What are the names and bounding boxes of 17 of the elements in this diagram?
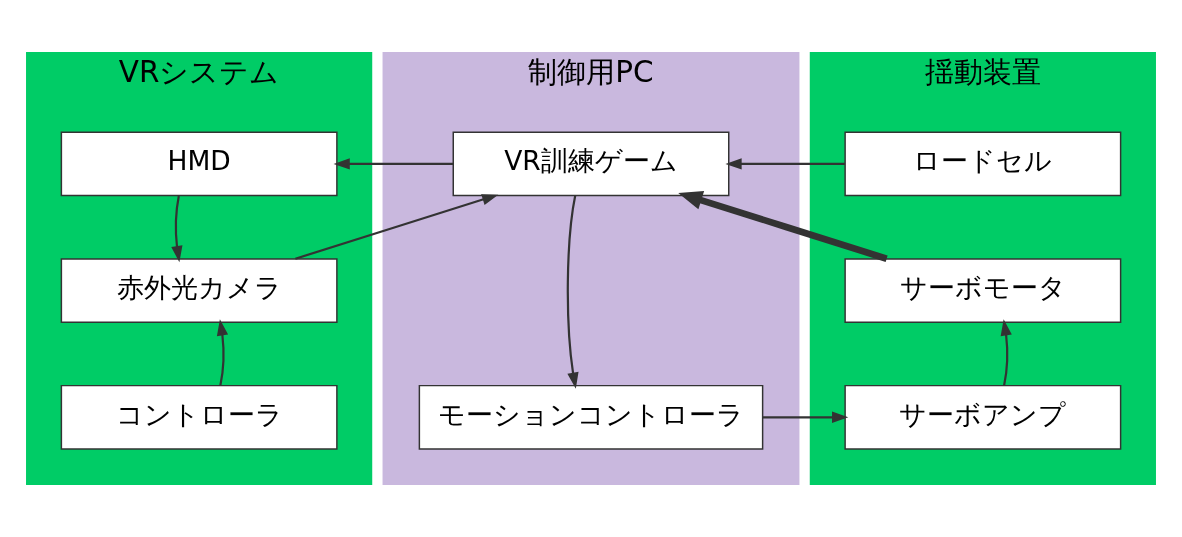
- node-box: サーボモータ: [844, 258, 1122, 323]
- arrow: [566, 195, 579, 389]
- arrow: [333, 158, 454, 170]
- node-box: HMD: [60, 131, 338, 197]
- node-box: コントローラ: [60, 384, 338, 450]
- arrow: [678, 191, 888, 262]
- node-box: 赤外光カメラ: [60, 258, 338, 323]
- node-box: サーボアンプ: [844, 384, 1122, 450]
- arrow: [762, 411, 849, 423]
- arrow: [725, 158, 845, 170]
- node-box: ロードセル: [844, 131, 1122, 197]
- node-box: モーションコントローラ: [418, 384, 764, 450]
- arrow: [171, 195, 183, 263]
- arrow: [1000, 319, 1012, 386]
- arrow: [216, 319, 229, 386]
- node-box: VR訓練ゲーム: [452, 131, 730, 197]
- arrow: [295, 194, 499, 260]
